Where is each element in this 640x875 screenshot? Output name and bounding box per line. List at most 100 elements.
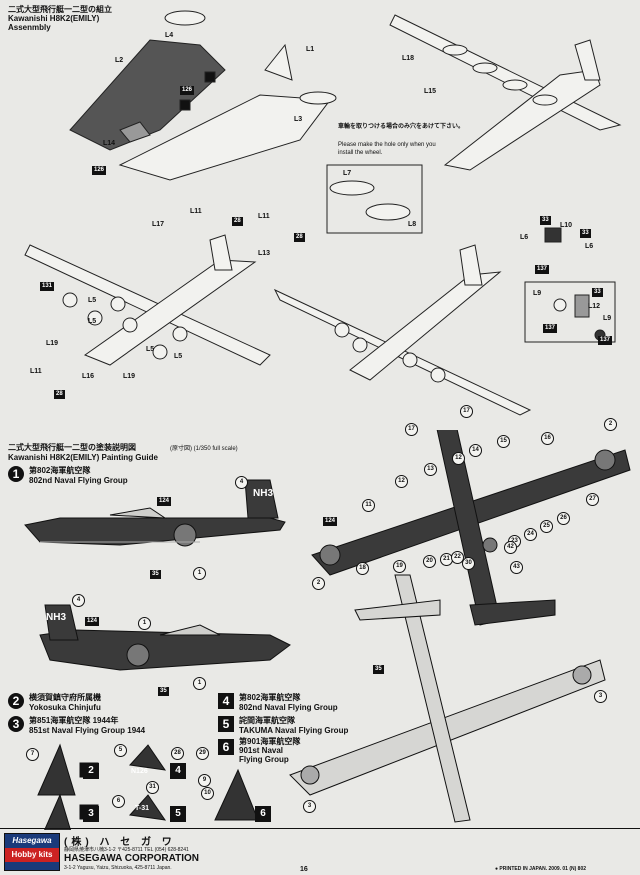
part-label-l6b: L6 (585, 243, 594, 250)
group-6-en2: Flying Group (239, 755, 289, 764)
company-name-en: HASEGAWA CORPORATION (64, 853, 200, 864)
callout-17b: 17 (405, 423, 418, 436)
callout-12: 12 (452, 452, 465, 465)
part-label-l11b: L11 (258, 213, 270, 220)
callout-5: 5 (114, 744, 127, 757)
part-label-l5a: L5 (88, 297, 97, 304)
callout-29: 29 (196, 747, 209, 760)
part-number-33b: 33 (580, 229, 591, 238)
callout-35b: 35 (158, 687, 169, 696)
callout-18: 18 (356, 562, 369, 575)
callout-2b: 2 (312, 577, 325, 590)
tail-code-t31: T-31 (135, 805, 150, 812)
callout-124c: 124 (85, 617, 100, 626)
part-label-l2: L2 (115, 57, 124, 64)
part-number-126a: 126 (180, 86, 195, 95)
group-marker-1: 1 (8, 466, 24, 482)
callout-14: 14 (469, 444, 482, 457)
painting-scale-note: (原寸図) (1/350 full scale) (170, 446, 238, 452)
tail-marker-5: 5 (170, 806, 186, 822)
top-view-dark-drawing (311, 430, 631, 626)
callout-17a: 17 (460, 405, 473, 418)
group-1-en: 802nd Naval Flying Group (29, 476, 128, 485)
callout-124a: 124 (157, 497, 172, 506)
tail-marker-3: 3 (83, 806, 99, 822)
callout-1a: 1 (193, 567, 206, 580)
callout-10: 10 (201, 787, 214, 800)
group-6-jp: 第901海軍航空隊 (239, 737, 301, 746)
callout-42: 42 (504, 541, 517, 554)
group-marker-4: 4 (218, 693, 234, 709)
wheel-note-en: Please make the hole only when you insta… (338, 142, 436, 156)
callout-16: 16 (541, 432, 554, 445)
part-number-28c: 28 (54, 390, 65, 399)
printed-note: ● PRINTED IN JAPAN. 2009. 01 (N) 802 (495, 866, 587, 872)
callout-2a: 2 (604, 418, 617, 431)
part-number-28a: 28 (232, 217, 243, 226)
part-label-l11a: L11 (190, 208, 202, 215)
tail-fins-drawing (37, 743, 259, 830)
callout-6: 6 (112, 795, 125, 808)
side-view-1-drawing (24, 479, 286, 547)
callout-4b: 4 (72, 594, 85, 607)
callout-1b: 1 (138, 617, 151, 630)
top-view-light-drawing (289, 574, 606, 823)
tail-marker-2: 2 (83, 763, 99, 779)
callout-124b: 124 (323, 517, 338, 526)
part-number-137a: 137 (535, 265, 550, 274)
assembly-illustrations (24, 10, 622, 416)
company-address-jp: 静岡県焼津市八楠3-1-2 〒425-8711 TEL (054) 628-82… (64, 847, 189, 853)
callout-26: 26 (557, 512, 570, 525)
part-number-137b: 137 (543, 324, 558, 333)
callout-1c: 1 (193, 677, 206, 690)
callout-13: 13 (424, 463, 437, 476)
part-label-l18: L18 (402, 55, 415, 62)
part-label-l4: L4 (165, 32, 174, 39)
group-4-en: 802nd Naval Flying Group (239, 703, 338, 712)
part-label-l5c: L5 (146, 346, 155, 353)
part-label-l9b: L9 (603, 315, 612, 322)
callout-15: 15 (497, 435, 510, 448)
group-marker-5: 5 (218, 716, 234, 732)
group-2-en: Yokosuka Chinjufu (29, 703, 101, 712)
callout-7: 7 (26, 748, 39, 761)
group-marker-3: 3 (8, 716, 24, 732)
assembly-title-jp: 二式大型飛行艇一二型の組立 (8, 5, 112, 14)
part-label-l14: L14 (103, 140, 116, 147)
callout-11: 11 (362, 499, 375, 512)
tail-marker-6: 6 (255, 806, 271, 822)
side-view-2-drawing (39, 604, 291, 671)
part-number-28b: 28 (294, 233, 305, 242)
part-label-l3: L3 (294, 116, 303, 123)
part-label-l10: L10 (560, 222, 573, 229)
part-label-l6a: L6 (520, 234, 529, 241)
callout-30: 30 (462, 557, 475, 570)
assembly-title-en: Kawanishi H8K2(EMILY) (8, 14, 100, 23)
callout-35a: 35 (150, 570, 161, 579)
hull-assembly-drawing (69, 10, 337, 181)
part-number-137c: 137 (598, 336, 613, 345)
final-assembly-drawing (273, 244, 532, 416)
wing-assembly-drawing (389, 14, 622, 171)
callout-9: 9 (198, 774, 211, 787)
engine-assembly-drawing (24, 234, 271, 366)
callout-31: 31 (146, 781, 159, 794)
group-3-en: 851st Naval Flying Group 1944 (29, 726, 146, 735)
part-label-l7: L7 (343, 170, 352, 177)
group-5-en: TAKUMA Naval Flying Group (239, 726, 349, 735)
part-label-l1: L1 (306, 46, 315, 53)
callout-19: 19 (393, 560, 406, 573)
part-number-126b: 126 (92, 166, 107, 175)
part-label-l17: L17 (152, 221, 165, 228)
company-name-jp: (株) ハ セ ガ ワ (64, 837, 176, 848)
tail-code-n126: N126 (131, 768, 148, 775)
page-number: 16 (300, 866, 308, 873)
group-2-jp: 横須賀鎮守府所属機 (29, 693, 101, 702)
callout-12b: 12 (395, 475, 408, 488)
callout-20: 20 (423, 555, 436, 568)
engine-detail-box (524, 281, 616, 343)
group-marker-6: 6 (218, 739, 234, 755)
part-label-l19b: L19 (123, 373, 136, 380)
group-marker-2: 2 (8, 693, 24, 709)
